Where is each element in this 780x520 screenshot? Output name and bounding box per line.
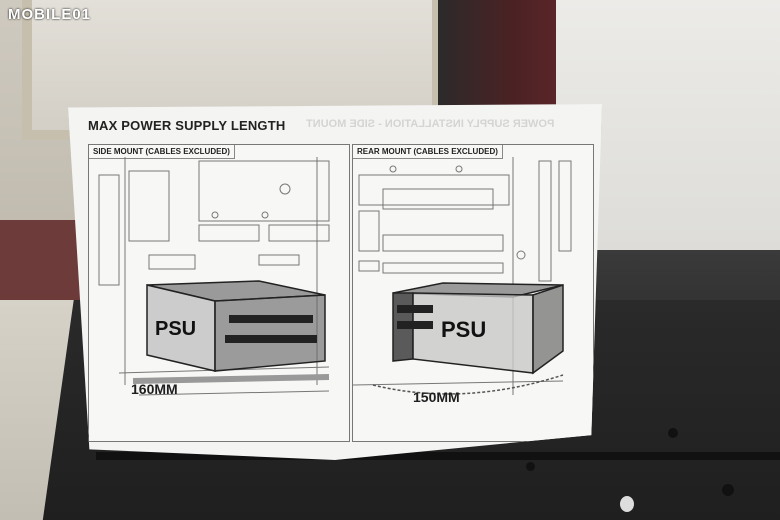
side-mount-diagram: PSU [98,157,330,396]
rear-mount-panel: REAR MOUNT (CABLES EXCLUDED) [352,144,594,442]
case-light-hole [620,496,634,512]
sheet-title: MAX POWER SUPPLY LENGTH [88,118,286,133]
rear-mount-diagram: PSU [353,157,572,395]
length-dimension: 160MM [131,381,178,397]
panel-label: REAR MOUNT (CABLES EXCLUDED) [353,145,503,159]
psu-text: PSU [155,318,196,340]
show-through-text: POWER SUPPLY INSTALLATION - SIDE MOUNT [306,118,555,130]
panel-label: SIDE MOUNT (CABLES EXCLUDED) [89,145,235,159]
pc-case-edge [96,452,780,460]
case-screw-hole [668,428,678,438]
side-mount-panel: SIDE MOUNT (CABLES EXCLUDED) [88,144,350,442]
manual-sheet: MAX POWER SUPPLY LENGTH POWER SUPPLY INS… [68,104,602,460]
psu-box-outline [146,280,326,372]
psu-text: PSU [441,317,486,342]
length-dimension: 150MM [413,389,460,405]
case-screw-hole [722,484,734,496]
case-screw-hole [526,462,535,471]
watermark-logo: MOBILE01 [8,6,92,23]
